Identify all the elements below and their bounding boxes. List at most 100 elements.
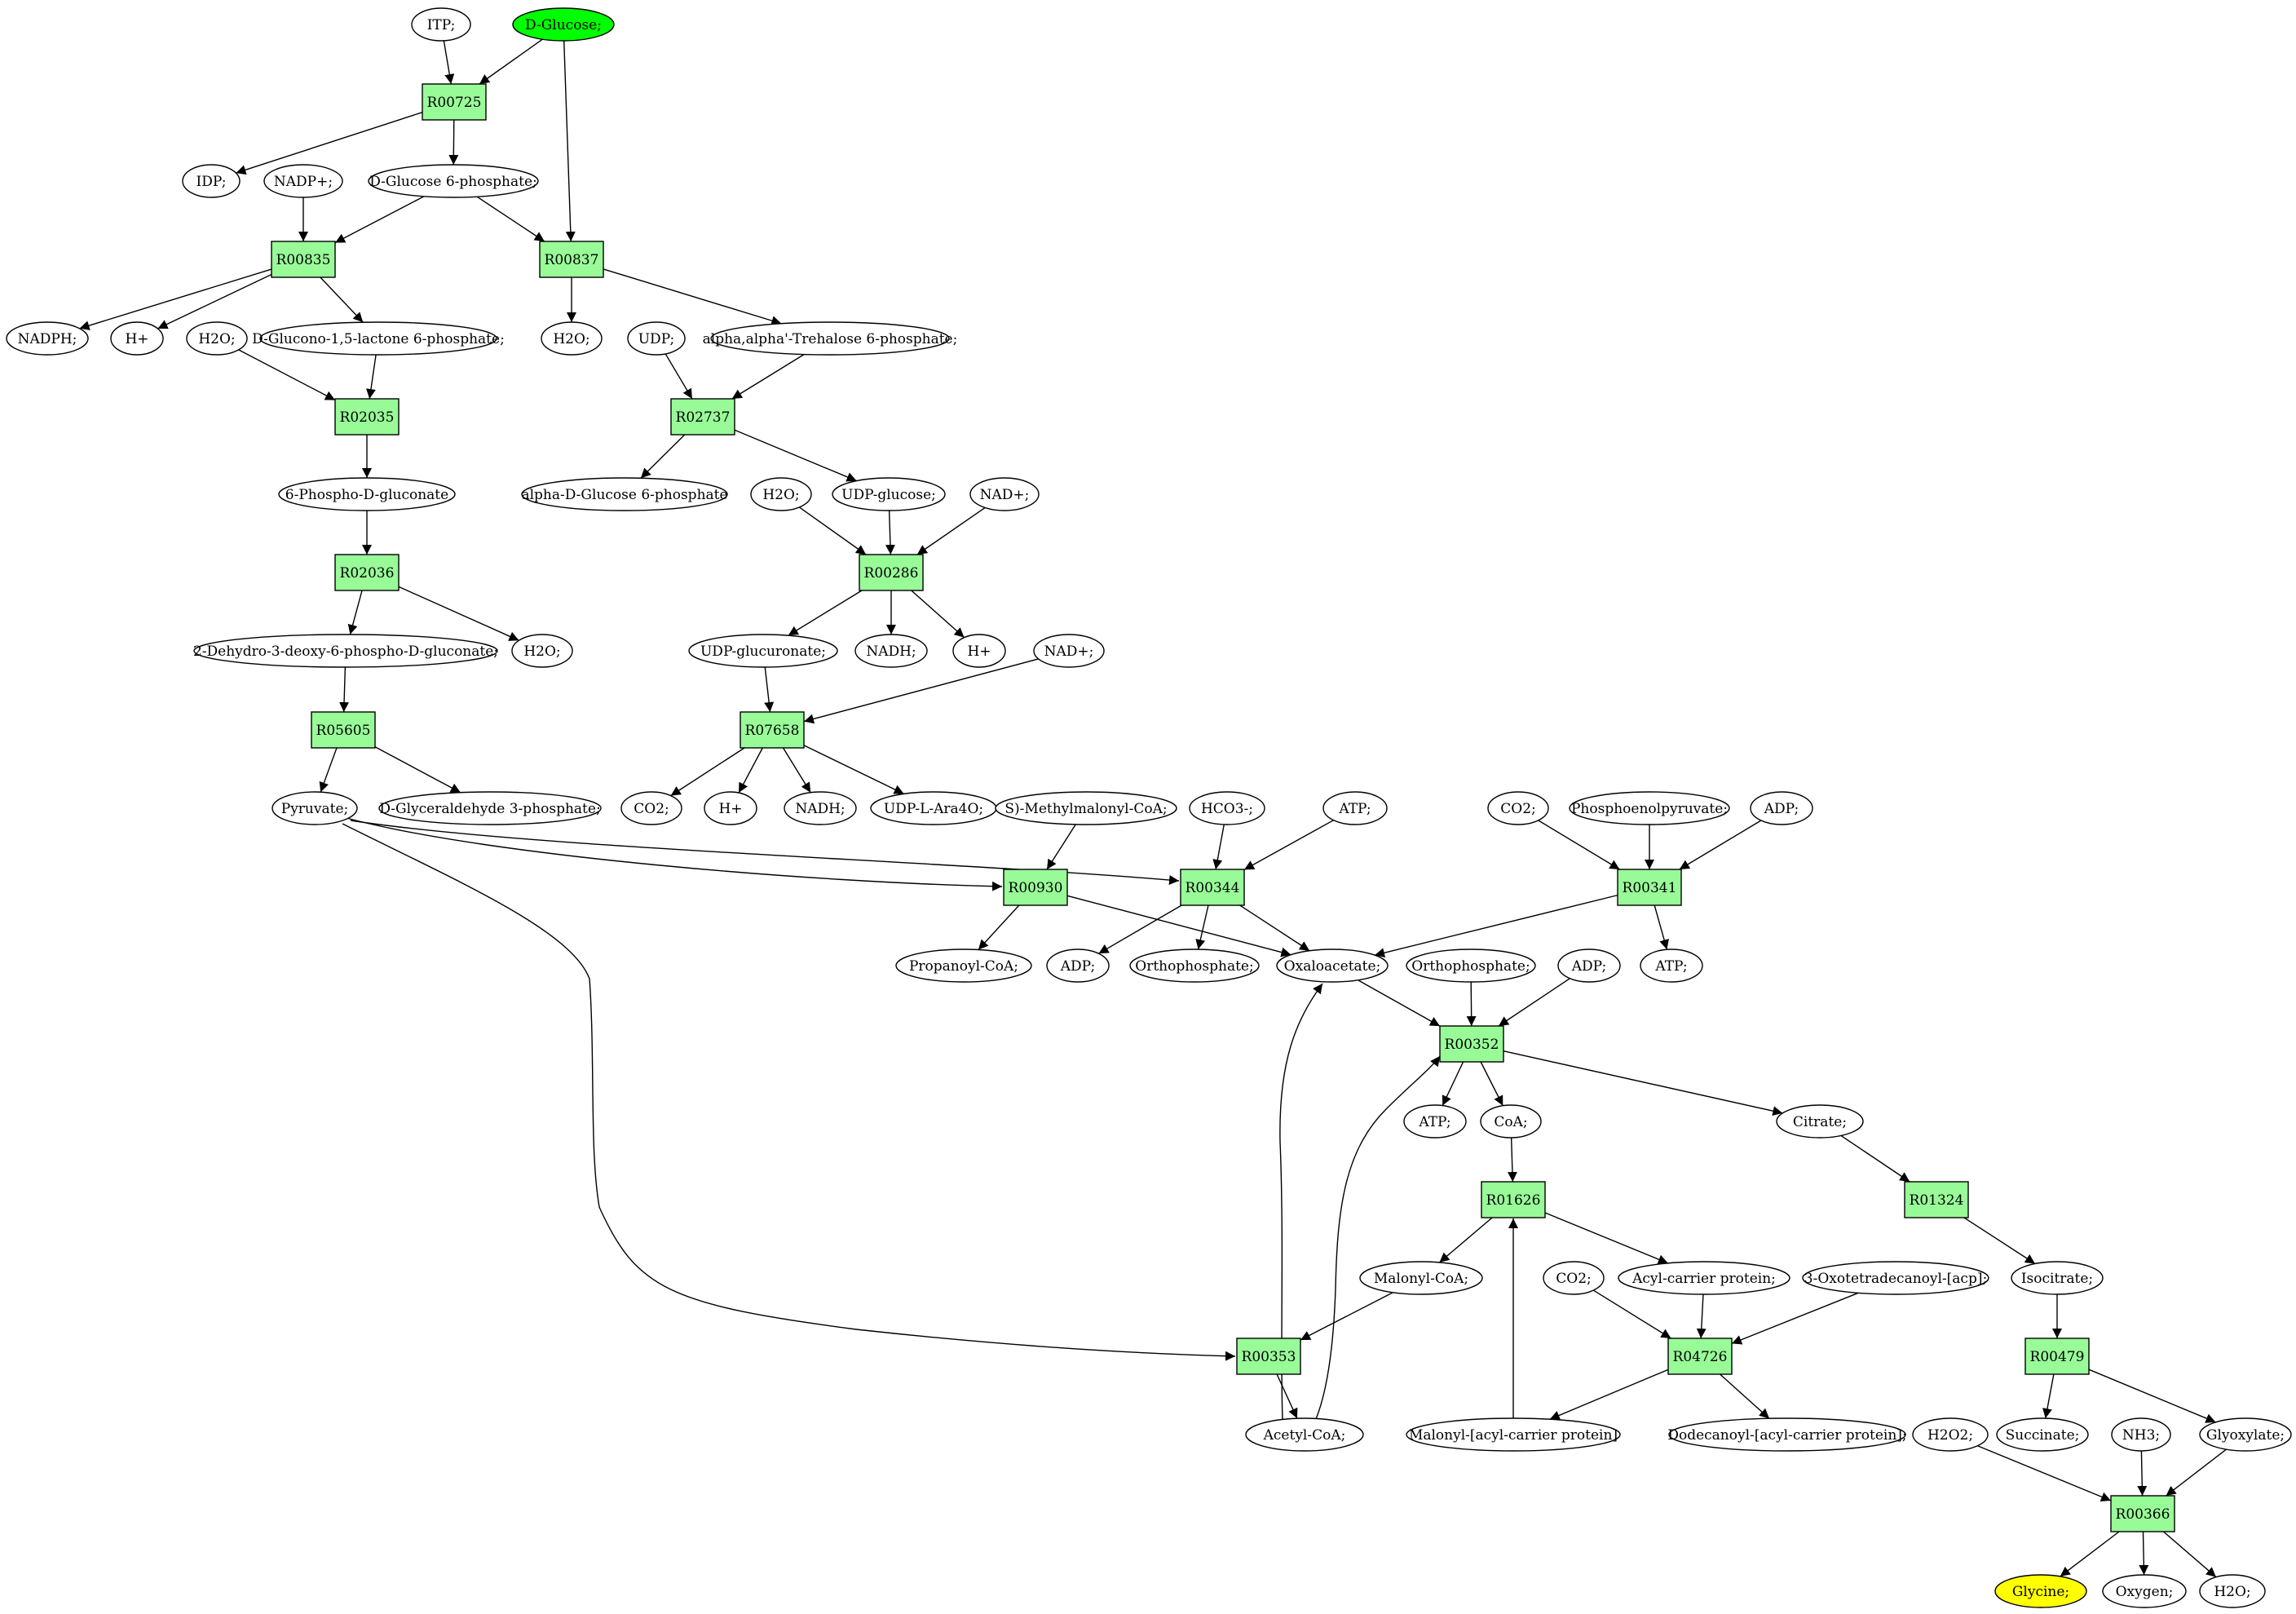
compound-node-nad2: NAD+;: [1033, 634, 1105, 668]
reaction-label: R02737: [676, 409, 731, 426]
compound-ellipse: [627, 321, 686, 356]
compound-node-nadh1: NADH;: [854, 634, 928, 668]
compound-label: NH3;: [2122, 1427, 2160, 1444]
compound-label: H2O;: [523, 643, 560, 660]
edge-oxoacp-r04726: [1731, 1292, 1859, 1345]
reaction-box: [1617, 869, 1682, 906]
compound-node-ag6p: alpha-D-Glucose 6-phosphate: [521, 477, 728, 511]
compound-node-itp: ITP;: [411, 7, 471, 42]
edge-r00353-accoa: [1276, 1373, 1298, 1419]
edge-co2-2-r00341: [1538, 820, 1620, 870]
compound-ellipse: [854, 634, 928, 668]
edge-udpglc-r00286: [885, 510, 895, 555]
reaction-box: [1003, 869, 1068, 906]
compound-node-co2-1: CO2;: [620, 791, 682, 825]
compound-label: Acetyl-CoA;: [1263, 1427, 1346, 1444]
edge-dg6p-r00837: [476, 196, 545, 242]
compound-label: alpha-D-Glucose 6-phosphate: [521, 487, 727, 503]
compound-node-atp2: ATP;: [1640, 949, 1703, 983]
compound-ellipse: [193, 634, 498, 668]
reaction-box: [1667, 1338, 1733, 1375]
compound-ellipse: [704, 791, 757, 825]
compound-node-co2-3: CO2;: [1543, 1261, 1605, 1295]
compound-label: ATP;: [1654, 958, 1687, 975]
compound-node-oxy: Oxygen;: [2102, 1574, 2187, 1608]
reaction-node-r00930: R00930: [1003, 869, 1068, 906]
compound-ellipse: [110, 321, 164, 356]
compound-label: CoA;: [1494, 1114, 1527, 1130]
compound-label: D-Glucose;: [525, 17, 602, 33]
compound-label: 6-Phospho-D-gluconate: [285, 487, 448, 503]
edge-itp-r00725: [443, 40, 455, 85]
edge-r00344-adp2: [1098, 904, 1182, 954]
compound-label: IDP;: [196, 174, 227, 190]
edge-h2o-3-r00286: [798, 506, 867, 555]
compound-label: CO2;: [634, 801, 669, 817]
compound-ellipse: [895, 949, 1032, 983]
compound-node-adp1: ADP;: [1750, 791, 1813, 825]
compound-label: Isocitrate;: [2021, 1271, 2093, 1287]
compound-node-h2o-5: H2O;: [2199, 1574, 2266, 1608]
edge-h2o2-r00366: [1977, 1445, 2112, 1501]
edge-dglc-r00725: [479, 38, 543, 85]
edge-r00725-idp: [236, 112, 423, 175]
compound-node-succ: Succinate;: [1996, 1417, 2089, 1452]
compound-ellipse: [995, 791, 1177, 825]
edge-pi2-r00352: [1466, 981, 1477, 1027]
compound-ellipse: [1276, 949, 1389, 983]
compound-label: NAD+;: [980, 487, 1030, 503]
edge-r00479-glx: [2088, 1369, 2216, 1423]
compound-node-pep: Phosphoenolpyruvate;: [1569, 791, 1730, 825]
compound-ellipse: [1802, 1261, 1989, 1295]
compound-node-h2o-2: H2O;: [541, 321, 603, 356]
edge-malcoa-r00353: [1300, 1292, 1393, 1341]
compound-node-oaa: Oxaloacetate;: [1276, 949, 1389, 983]
reaction-label: R00366: [2116, 1506, 2170, 1523]
compound-ellipse: [1668, 1417, 1906, 1452]
compound-label: ITP;: [427, 17, 456, 33]
compound-label: Propanoyl-CoA;: [909, 958, 1018, 975]
compound-ellipse: [2011, 1261, 2104, 1295]
compound-node-pi2: Orthophosphate;: [1406, 949, 1536, 983]
edge-r07658-udpara: [803, 745, 904, 795]
reaction-label: R00286: [864, 565, 919, 581]
compound-node-udpglca: UDP-glucuronate;: [688, 634, 838, 668]
compound-node-glx: Glyoxylate;: [2199, 1417, 2292, 1452]
edge-r01626-acp: [1544, 1212, 1669, 1264]
edge-r00341-oaa: [1374, 894, 1618, 958]
compound-label: 2-Dehydro-3-deoxy-6-phospho-D-gluconate;: [193, 643, 498, 660]
compound-label: Glyoxylate;: [2206, 1427, 2285, 1444]
edge-r00835-dgl15: [320, 276, 364, 323]
reaction-label: R00352: [1445, 1037, 1499, 1053]
compound-node-acp: Acyl-carrier protein;: [1618, 1261, 1790, 1295]
compound-label: H+: [718, 801, 742, 817]
reaction-node-r00725: R00725: [422, 83, 487, 121]
compound-ellipse: [378, 791, 602, 825]
compound-label: Orthophosphate;: [1411, 958, 1530, 975]
compound-node-hp3: H+: [704, 791, 757, 825]
compound-node-atp3: ATP;: [1403, 1104, 1467, 1139]
compound-label: Phosphoenolpyruvate;: [1571, 801, 1728, 817]
reaction-label: R00479: [2030, 1349, 2085, 1365]
edge-acp-r04726: [1696, 1293, 1707, 1339]
edge-nh3-r00366: [2137, 1450, 2148, 1497]
reaction-label: R00341: [1623, 880, 1677, 896]
compound-ellipse: [411, 7, 471, 42]
compound-node-udpara: UDP-L-Ara4O;: [870, 791, 997, 825]
edge-r00352-coa: [1480, 1061, 1503, 1107]
compound-label: UDP-glucuronate;: [700, 643, 826, 660]
compound-label: Oxaloacetate;: [1284, 958, 1381, 975]
compound-label: NADH;: [795, 801, 845, 817]
edge-r04726-dodacp: [1720, 1373, 1770, 1419]
compound-node-dgl15: D-Glucono-1,5-lactone 6-phosphate;: [252, 321, 505, 356]
compound-node-pi1: Orthophosphate;: [1129, 949, 1260, 983]
reaction-label: R00353: [1242, 1349, 1296, 1365]
compound-node-dodacp: Dodecanoyl-[acyl-carrier protein];: [1667, 1417, 1907, 1452]
edge-tre6p-r02737: [731, 353, 805, 400]
compound-ellipse: [1189, 791, 1265, 825]
reaction-node-r00479: R00479: [2024, 1338, 2090, 1375]
compound-label: Dodecanoyl-[acyl-carrier protein];: [1667, 1427, 1906, 1444]
compound-ellipse: [1569, 791, 1730, 825]
reaction-node-r02035: R02035: [334, 398, 400, 436]
compound-label: ATP;: [1418, 1114, 1450, 1130]
